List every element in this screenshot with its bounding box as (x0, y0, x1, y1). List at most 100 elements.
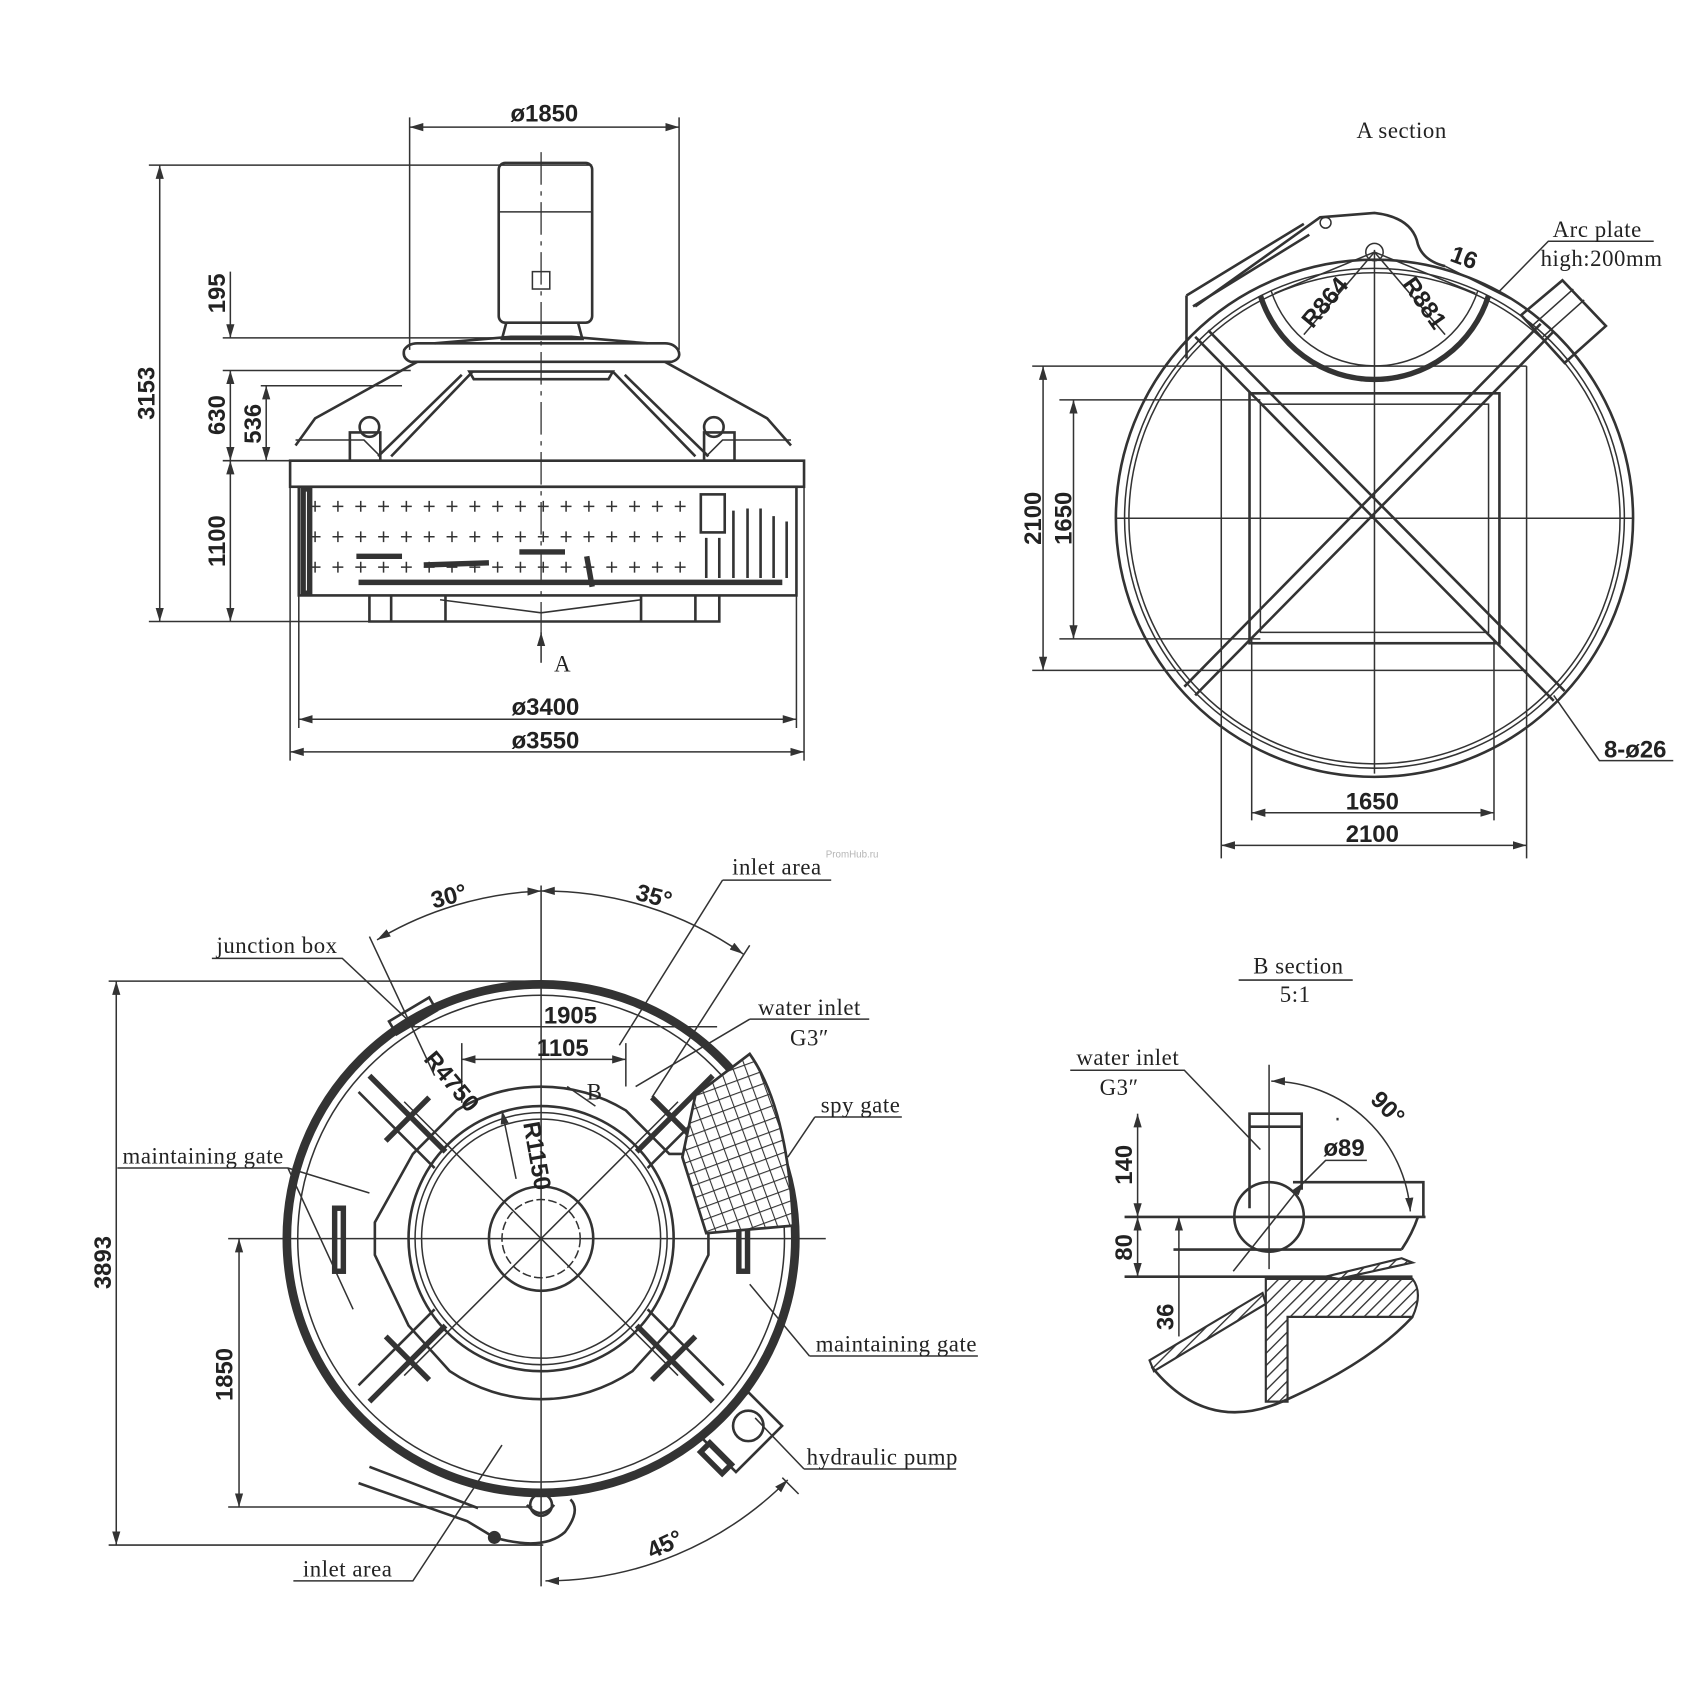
arc-plate-stroke (1194, 211, 1446, 308)
agitator-cross-mark (400, 531, 412, 543)
agitator-cross-mark (423, 561, 435, 573)
dim-1850: 1850 (212, 1348, 239, 1401)
plan-view-stroke (754, 1417, 957, 1470)
hydraulic-pump-body-stroke (700, 1390, 784, 1474)
mixing-drum-stroke (704, 508, 788, 579)
b-section-view-stroke (1325, 1257, 1417, 1280)
agitator-cross-mark (537, 531, 549, 543)
arms-stroke (367, 1073, 715, 1404)
dim-1105: 1105 (537, 1035, 589, 1062)
agitator-cross-mark (469, 500, 481, 512)
plan-view-stroke (228, 885, 826, 1587)
dim-pipe-diameter: ø89 (1323, 1135, 1364, 1162)
plan-view-stroke (293, 1444, 503, 1582)
agitator-cross-mark (606, 561, 618, 573)
dim-2100-horizontal: 2100 (1346, 821, 1399, 848)
angle-35: 35° (633, 879, 675, 914)
arc-plate (1185, 211, 1492, 383)
junction-box (387, 995, 439, 1037)
cover-stroke (702, 415, 725, 439)
dim-1100: 1100 (204, 515, 231, 567)
mixing-drum-stroke (288, 459, 806, 489)
agitator-cross-mark (629, 500, 640, 512)
mixing-drum-stroke (356, 549, 783, 588)
agitator-crosses (309, 500, 686, 573)
spy-gate-grid (680, 1052, 795, 1235)
arms (331, 1073, 751, 1404)
arc-plate-stroke (1185, 222, 1310, 359)
agitator-cross-mark (606, 531, 618, 543)
plan-view-stroke (211, 957, 416, 1028)
dim-2100-vertical: 2100 (1020, 492, 1047, 545)
arc-plate-stroke (1274, 251, 1476, 336)
agitator-cross-mark (446, 500, 458, 512)
water-inlet-pipe (1519, 278, 1608, 365)
agitator-cross-mark (651, 561, 663, 573)
cover-stroke (402, 342, 681, 364)
agitator-cross-mark (309, 531, 321, 543)
motor-stroke (500, 322, 585, 341)
junction-box-stroke (387, 995, 439, 1037)
agitator-cross-mark (378, 531, 389, 543)
cover-stroke (377, 370, 710, 458)
plan-view-stroke (500, 1110, 517, 1180)
agitator-cross-mark (583, 500, 595, 512)
label-water-inlet: water inlet (758, 995, 861, 1020)
elevation-view: A ø1850 3153 195 630 536 1100 ø3400 ø355… (133, 101, 806, 761)
motor-stroke (497, 161, 594, 325)
agitator-cross-mark (446, 561, 458, 573)
plan-view-stroke (117, 1167, 370, 1310)
b-section-view-stroke (1271, 1077, 1414, 1212)
b-section-view-stroke (1124, 1180, 1426, 1278)
agitator-cross-mark (423, 531, 435, 543)
dim-536: 536 (240, 404, 267, 444)
water-inlet-pipe-stroke (1519, 278, 1608, 365)
agitator-cross-mark (583, 531, 595, 543)
dim-r1150: R1150 (517, 1119, 556, 1192)
angle-45: 45° (643, 1525, 687, 1565)
agitator-cross-mark (651, 531, 663, 543)
agitator-cross-mark (629, 531, 640, 543)
agitator-cross-mark (515, 500, 526, 512)
plan-view-stroke (108, 980, 544, 1546)
arc-plate-label: Arc plate (1553, 217, 1642, 242)
cover-stroke (467, 370, 616, 381)
agitator-cross-mark (492, 500, 504, 512)
agitator-cross-mark (332, 531, 344, 543)
agitator-cross-mark (537, 561, 549, 573)
agitator-cross-mark (400, 561, 412, 573)
agitator-cross-mark (309, 561, 321, 573)
agitator-cross-mark (651, 500, 663, 512)
dim-r4750: R4750 (418, 1046, 484, 1117)
arc-plate-stroke (1319, 216, 1332, 229)
agitator-cross-mark (355, 500, 367, 512)
label-junction-box: junction box (215, 933, 337, 958)
agitator-cross-mark (515, 561, 526, 573)
cover-stroke (358, 415, 381, 439)
plan-view-stroke (566, 1085, 596, 1107)
agitator-cross-mark (537, 500, 549, 512)
bolt-holes-label: 8-ø26 (1604, 736, 1666, 763)
plan-view-stroke (494, 1498, 577, 1545)
agitator-cross-mark (674, 561, 686, 573)
water-inlet-pipe-stroke (1531, 288, 1585, 338)
agitator-cross-mark (629, 561, 640, 573)
arc-plate-stroke (1257, 294, 1492, 383)
a-section-view-stroke (1032, 365, 1528, 859)
agitator-cross-mark (560, 531, 572, 543)
mixing-drum-stroke (297, 485, 798, 597)
hydraulic-pump-body-stroke (731, 1409, 765, 1443)
cover-stroke (294, 360, 792, 447)
b-section-scale: 5:1 (1280, 982, 1311, 1007)
dim-1650-vertical: 1650 (1050, 492, 1077, 545)
dim-80: 80 (1111, 1234, 1138, 1261)
agitator-cross-mark (560, 500, 572, 512)
agitator-cross-mark (583, 561, 595, 573)
arc-plate-height-label: high:200mm (1541, 246, 1663, 271)
agitator-cross-mark (446, 531, 458, 543)
agitator-cross-mark (355, 561, 367, 573)
dim-total-height: 3153 (133, 367, 160, 420)
hydraulic-pump-body-stroke (696, 1438, 736, 1478)
a-section-title: A section (1356, 118, 1446, 143)
